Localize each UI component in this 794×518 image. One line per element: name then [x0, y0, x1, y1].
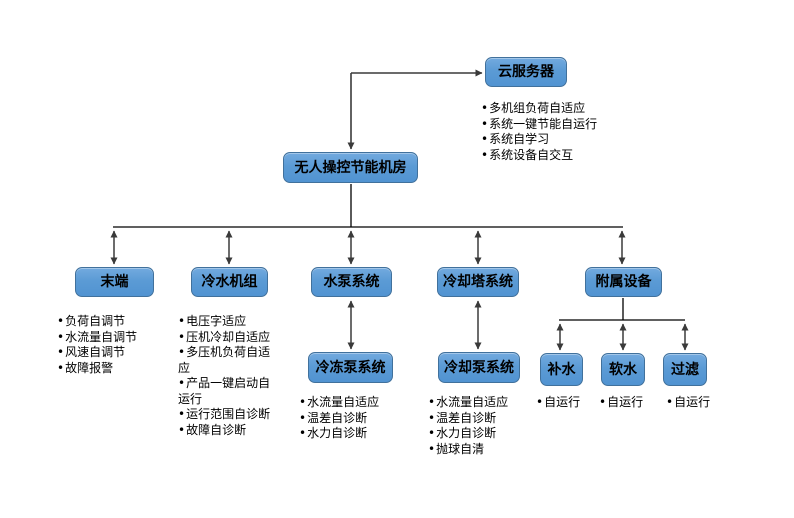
bullet-item: 系统设备自交互	[481, 148, 603, 164]
bullet-item: 运行范围自诊断	[178, 407, 276, 423]
node-label: 冷却泵系统	[444, 359, 514, 376]
bullet-list-makeup-water: 自运行	[536, 395, 594, 411]
bullet-item: 产品一键启动自运行	[178, 376, 276, 407]
node-cloud-server: 云服务器	[485, 57, 567, 87]
node-cooling-pump-system: 冷却泵系统	[438, 352, 520, 383]
connector-root-cloud	[347, 69, 483, 150]
node-label: 软水	[609, 361, 637, 378]
node-label: 冷水机组	[201, 274, 258, 290]
node-filter: 过滤	[663, 353, 707, 386]
bullet-item: 自运行	[599, 395, 657, 411]
bullet-list-cooling-pump: 水流量自适应 温差自诊断 水力自诊断 抛球自清	[428, 395, 538, 457]
node-label: 补水	[547, 361, 576, 378]
node-water-pump-system: 水泵系统	[311, 267, 392, 297]
node-label: 附属设备	[595, 274, 652, 290]
bullet-item: 温差自诊断	[428, 411, 538, 427]
node-label: 云服务器	[498, 64, 554, 80]
connector-drop-arrows	[110, 230, 626, 265]
bullet-item: 多机组负荷自适应	[481, 101, 603, 117]
node-cooling-tower-system: 冷却塔系统	[437, 267, 519, 297]
node-label: 无人操控节能机房	[294, 159, 407, 176]
bullet-item: 水流量自适应	[428, 395, 538, 411]
node-label: 过滤	[671, 361, 699, 378]
bullet-item: 自运行	[536, 395, 594, 411]
node-label: 末端	[100, 274, 129, 290]
bullet-list-cloud: 多机组负荷自适应 系统一键节能自运行 系统自学习 系统设备自交互	[481, 101, 603, 163]
node-chiller-unit: 冷水机组	[191, 267, 268, 297]
connector-subsystem-arrows	[347, 300, 482, 350]
bullet-item: 负荷自调节	[57, 314, 167, 330]
bullet-item: 水力自诊断	[428, 426, 538, 442]
bullet-item: 水力自诊断	[299, 426, 409, 442]
node-unmanned-machine-room: 无人操控节能机房	[283, 152, 418, 183]
node-chilled-pump-system: 冷冻泵系统	[308, 352, 393, 383]
bullet-item: 故障自诊断	[178, 423, 276, 439]
bullet-item: 抛球自清	[428, 442, 538, 458]
bullet-item: 水流量自调节	[57, 330, 167, 346]
node-soft-water: 软水	[601, 353, 645, 386]
bullet-item: 风速自调节	[57, 345, 167, 361]
bullet-item: 压机冷却自适应	[178, 330, 276, 346]
bullet-item: 系统一键节能自运行	[481, 117, 603, 133]
bullet-item: 故障报警	[57, 361, 167, 377]
connector-auxiliary-children	[559, 298, 685, 321]
bullet-item: 电压字适应	[178, 314, 276, 330]
node-label: 冷冻泵系统	[315, 359, 386, 376]
bullet-item: 温差自诊断	[299, 411, 409, 427]
bullet-item: 自运行	[666, 395, 724, 411]
node-terminal: 末端	[75, 267, 154, 297]
bullet-item: 水流量自适应	[299, 395, 409, 411]
bullet-list-chilled-pump: 水流量自适应 温差自诊断 水力自诊断	[299, 395, 409, 442]
node-auxiliary-equipment: 附属设备	[585, 267, 662, 297]
node-label: 冷却塔系统	[443, 274, 513, 290]
bullet-list-soft-water: 自运行	[599, 395, 657, 411]
bullet-list-terminal: 负荷自调节 水流量自调节 风速自调节 故障报警	[57, 314, 167, 376]
bullet-list-filter: 自运行	[666, 395, 724, 411]
connector-root-children	[113, 184, 623, 228]
bullet-list-chiller: 电压字适应 压机冷却自适应 多压机负荷自适应 产品一键启动自运行 运行范围自诊断…	[178, 314, 276, 438]
node-label: 水泵系统	[323, 274, 380, 290]
bullet-item: 系统自学习	[481, 132, 603, 148]
bullet-item: 多压机负荷自适应	[178, 345, 276, 376]
node-makeup-water: 补水	[540, 353, 583, 386]
connector-auxiliary-arrows	[556, 323, 689, 351]
